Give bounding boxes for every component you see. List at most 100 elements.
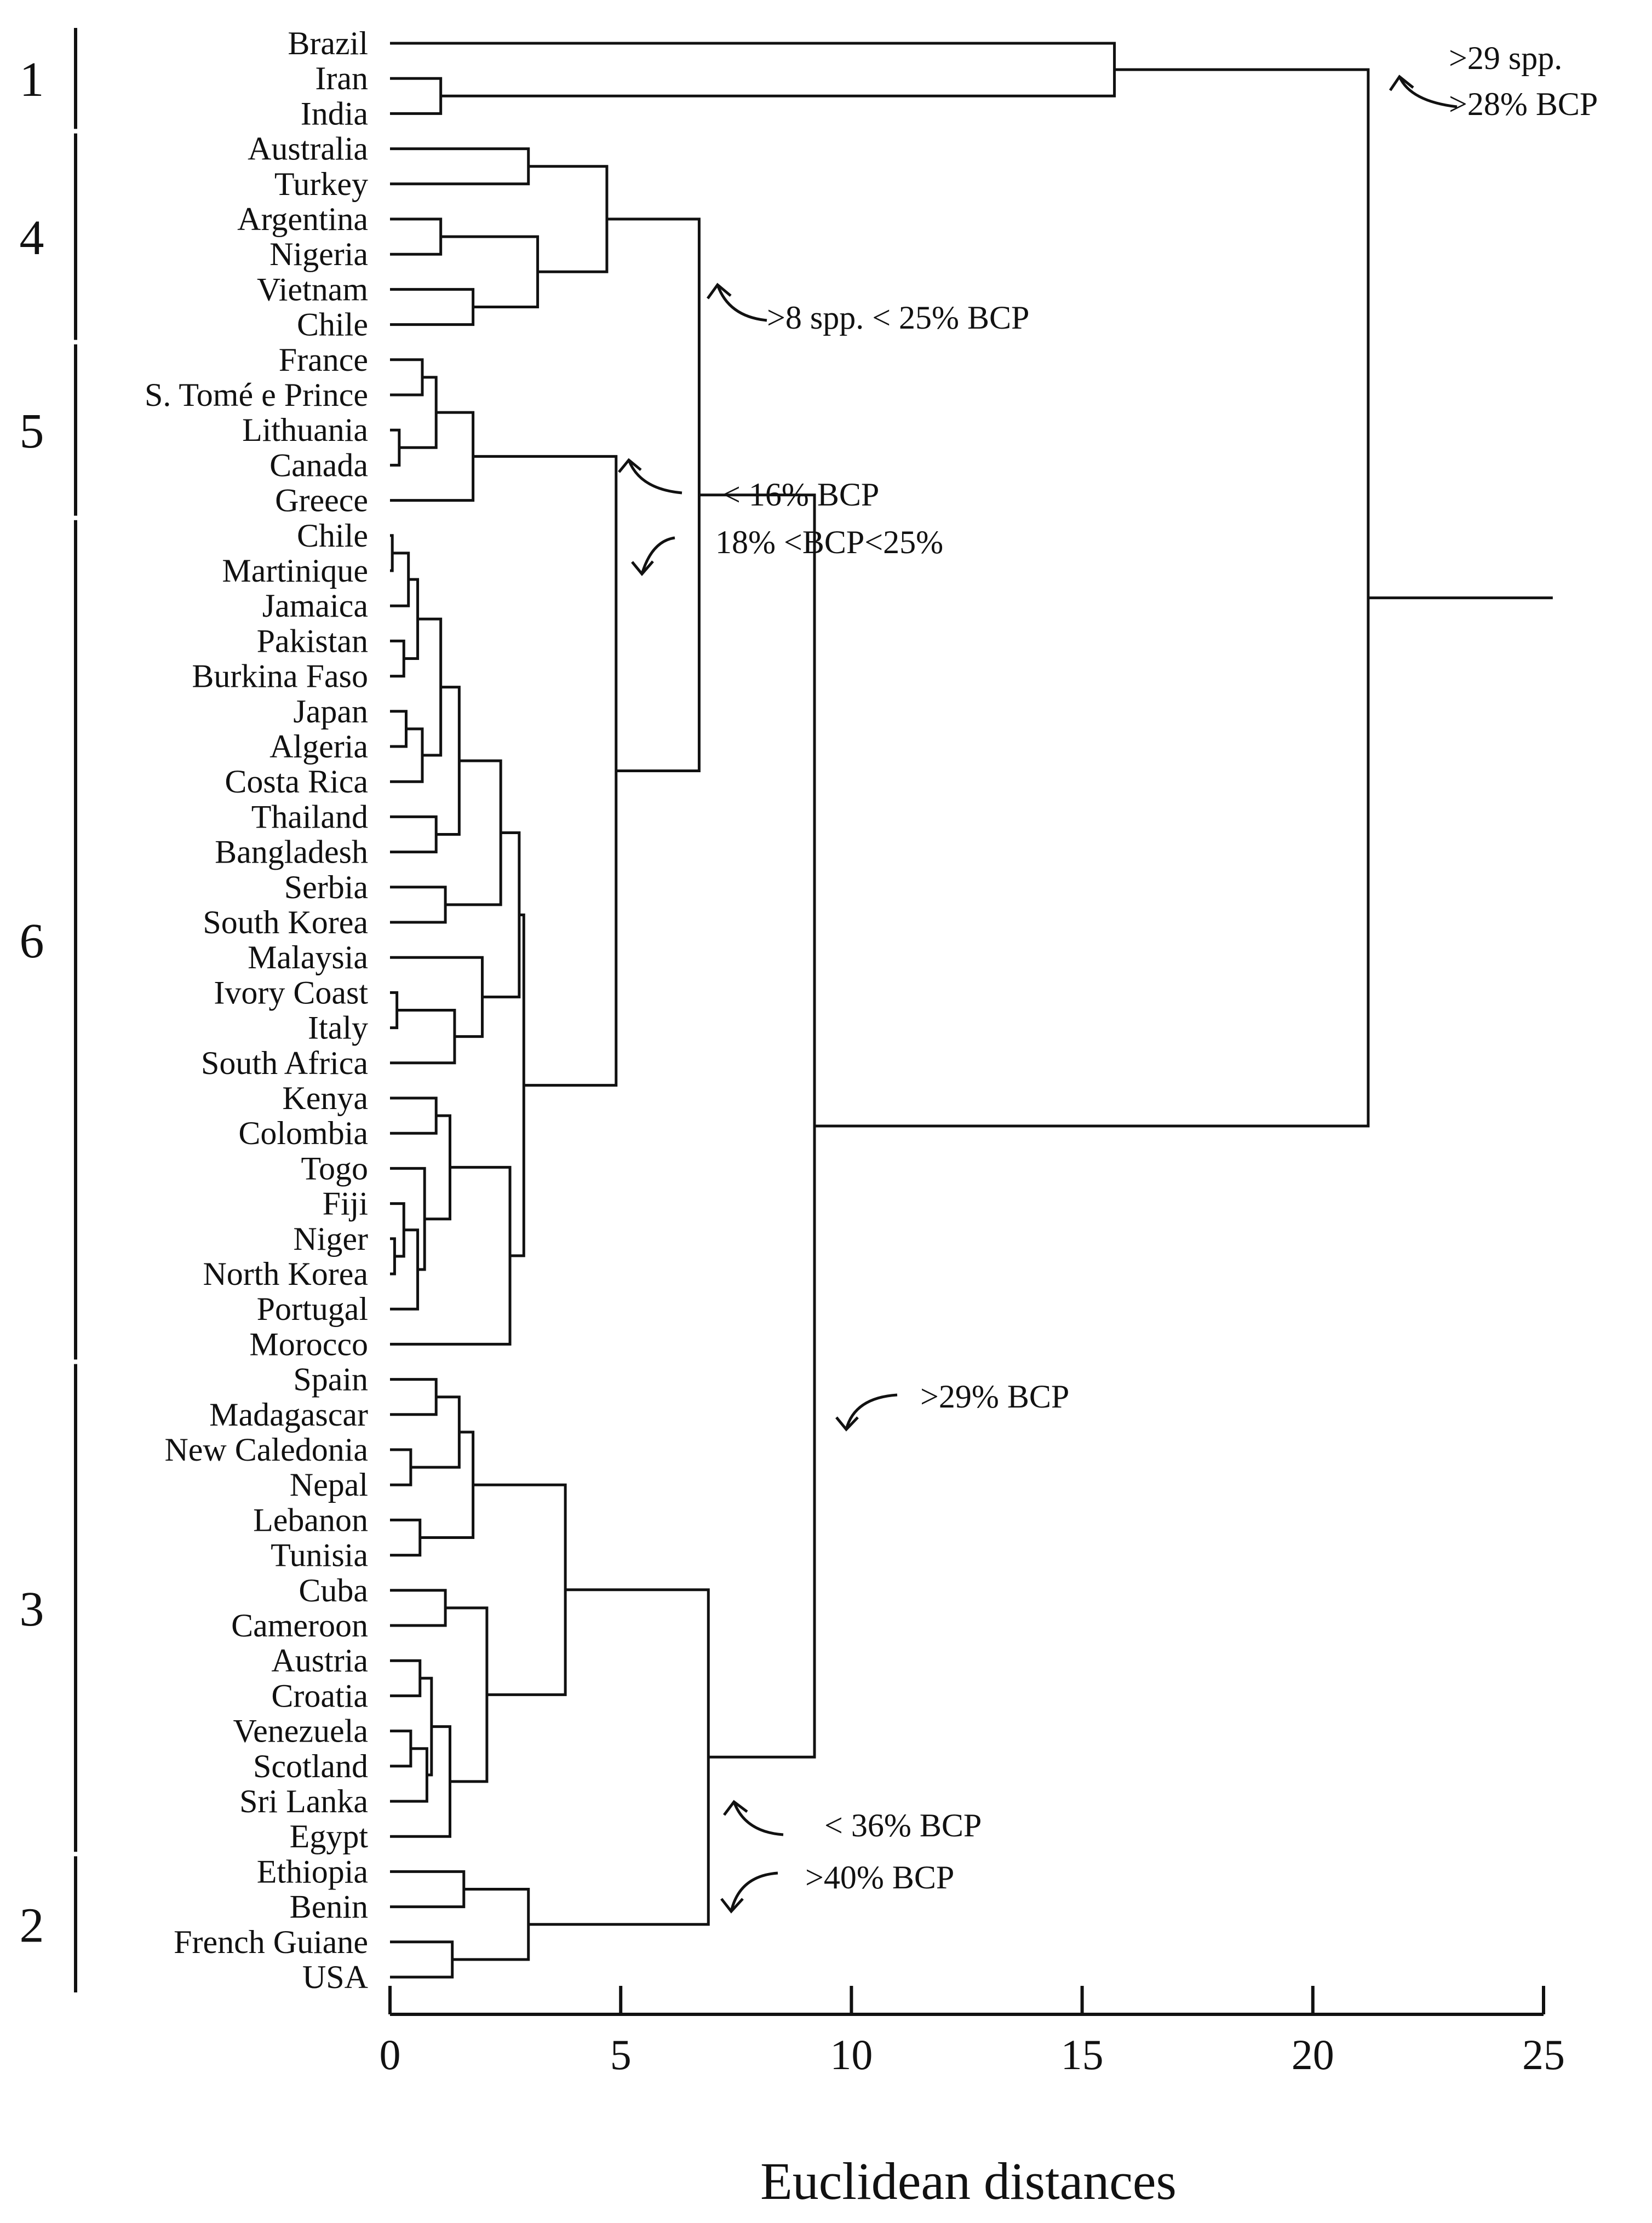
leaf-label: Scotland <box>253 1748 368 1784</box>
leaf-label: India <box>301 95 368 131</box>
leaf-label: Argentina <box>237 201 368 237</box>
merge-link <box>390 42 1116 97</box>
merge-link <box>390 1009 456 1065</box>
annotation-29spp: >29 spp. >28% BCP <box>1389 40 1598 122</box>
leaf-label: Austria <box>271 1642 368 1679</box>
leaf-label: Serbia <box>284 869 368 905</box>
leaf-label: Togo <box>301 1150 368 1186</box>
leaf-label: Italy <box>308 1010 368 1046</box>
annotation-8spp: >8 spp. < 25% BCP <box>706 283 1029 336</box>
merge-link <box>390 710 408 748</box>
leaf-label: Japan <box>293 693 368 729</box>
merge-link <box>606 217 701 773</box>
leaf-label: Bangladesh <box>215 834 368 870</box>
leaf-label: Brazil <box>288 25 368 61</box>
x-tick-label: 15 <box>1061 2031 1104 2078</box>
annotation-16bcp: < 16% BCP <box>618 458 879 513</box>
leaf-label: Croatia <box>271 1678 368 1714</box>
merge-link <box>390 147 530 186</box>
merge-link <box>473 455 618 1087</box>
leaf-label: South Africa <box>201 1045 368 1081</box>
leaf-label: Greece <box>275 482 368 519</box>
merge-link <box>445 1606 489 1783</box>
leaf-label: Iran <box>315 60 368 96</box>
x-tick-label: 5 <box>610 2031 632 2078</box>
merge-link <box>390 991 399 1030</box>
merge-link <box>390 639 405 678</box>
leaf-label: Australia <box>248 131 368 167</box>
group-number: 1 <box>20 53 44 107</box>
merge-link <box>473 1483 567 1696</box>
merge-link <box>445 759 502 906</box>
merge-link <box>390 1747 428 1803</box>
annotation-text: >40% BCP <box>805 1859 954 1895</box>
annotation-text: >8 spp. < 25% BCP <box>767 300 1029 336</box>
dendrogram-links <box>390 42 1553 1979</box>
merge-link <box>390 77 443 115</box>
leaf-label: Nepal <box>290 1467 368 1503</box>
leaf-label: Canada <box>269 447 368 483</box>
annotation-arrow <box>627 459 682 495</box>
leaf-label: Costa Rica <box>225 763 368 800</box>
leaf-label: Vietnam <box>257 271 368 307</box>
merge-link <box>528 165 609 273</box>
merge-link <box>390 1448 412 1486</box>
merge-link <box>390 1659 422 1697</box>
annotation-arrow <box>716 284 767 322</box>
group-number: 3 <box>20 1582 44 1636</box>
merge-link <box>390 815 438 854</box>
merge-link <box>440 235 540 308</box>
annotation-text: >29 spp. <box>1449 40 1562 76</box>
annotation-arrowhead <box>720 1898 744 1914</box>
group-number: 2 <box>20 1899 44 1953</box>
annotation-text: >29% BCP <box>920 1378 1069 1415</box>
merge-link <box>528 1588 710 1926</box>
annotation-text: >28% BCP <box>1449 86 1598 122</box>
leaf-label: Lithuania <box>242 412 368 448</box>
annotation-arrowhead <box>618 458 642 473</box>
merge-link <box>510 913 525 1257</box>
x-tick-label: 25 <box>1522 2031 1565 2078</box>
group-number: 6 <box>20 914 44 968</box>
leaf-label: Kenya <box>282 1080 368 1116</box>
annotation-18-25bcp: 18% <BCP<25% <box>631 524 943 576</box>
x-tick-label: 0 <box>380 2031 401 2078</box>
merge-link <box>390 1940 454 1979</box>
leaf-label: Venezuela <box>233 1713 368 1749</box>
merge-link <box>390 1730 412 1768</box>
annotation-arrow <box>732 1801 784 1836</box>
merge-link <box>390 1589 447 1627</box>
annotation-text: < 16% BCP <box>722 476 879 513</box>
leaf-label: Spain <box>293 1362 368 1398</box>
merge-link <box>390 1870 466 1909</box>
merge-link <box>399 376 438 449</box>
leaf-label: Martinique <box>222 553 368 589</box>
merge-link <box>420 1431 475 1539</box>
leaf-label: Ethiopia <box>257 1853 368 1889</box>
leaf-label: Fiji <box>323 1186 368 1222</box>
leaf-label: Algeria <box>269 728 368 765</box>
annotation-arrowhead <box>835 1416 859 1432</box>
leaf-label: Morocco <box>249 1326 368 1362</box>
annotation-arrow <box>845 1393 898 1430</box>
leaf-label: Chile <box>297 307 368 343</box>
leaf-label: Madagascar <box>209 1397 368 1433</box>
leaf-label: Chile <box>297 518 368 554</box>
leaf-label: Portugal <box>257 1291 368 1327</box>
leaf-label: USA <box>302 1959 368 1995</box>
leaf-label: Turkey <box>274 166 368 202</box>
merge-link <box>390 1518 422 1557</box>
leaf-label: Pakistan <box>257 623 368 659</box>
merge-link <box>390 1378 438 1416</box>
leaf-label: Egypt <box>290 1818 369 1854</box>
merge-link <box>404 578 420 660</box>
merge-link <box>390 217 443 256</box>
merge-link <box>390 886 447 924</box>
annotation-arrowhead <box>631 560 654 576</box>
leaf-label: Thailand <box>251 799 368 835</box>
leaf-label: Tunisia <box>271 1537 368 1573</box>
x-axis-title: Euclidean distances <box>760 2152 1177 2210</box>
merge-link <box>390 411 475 502</box>
